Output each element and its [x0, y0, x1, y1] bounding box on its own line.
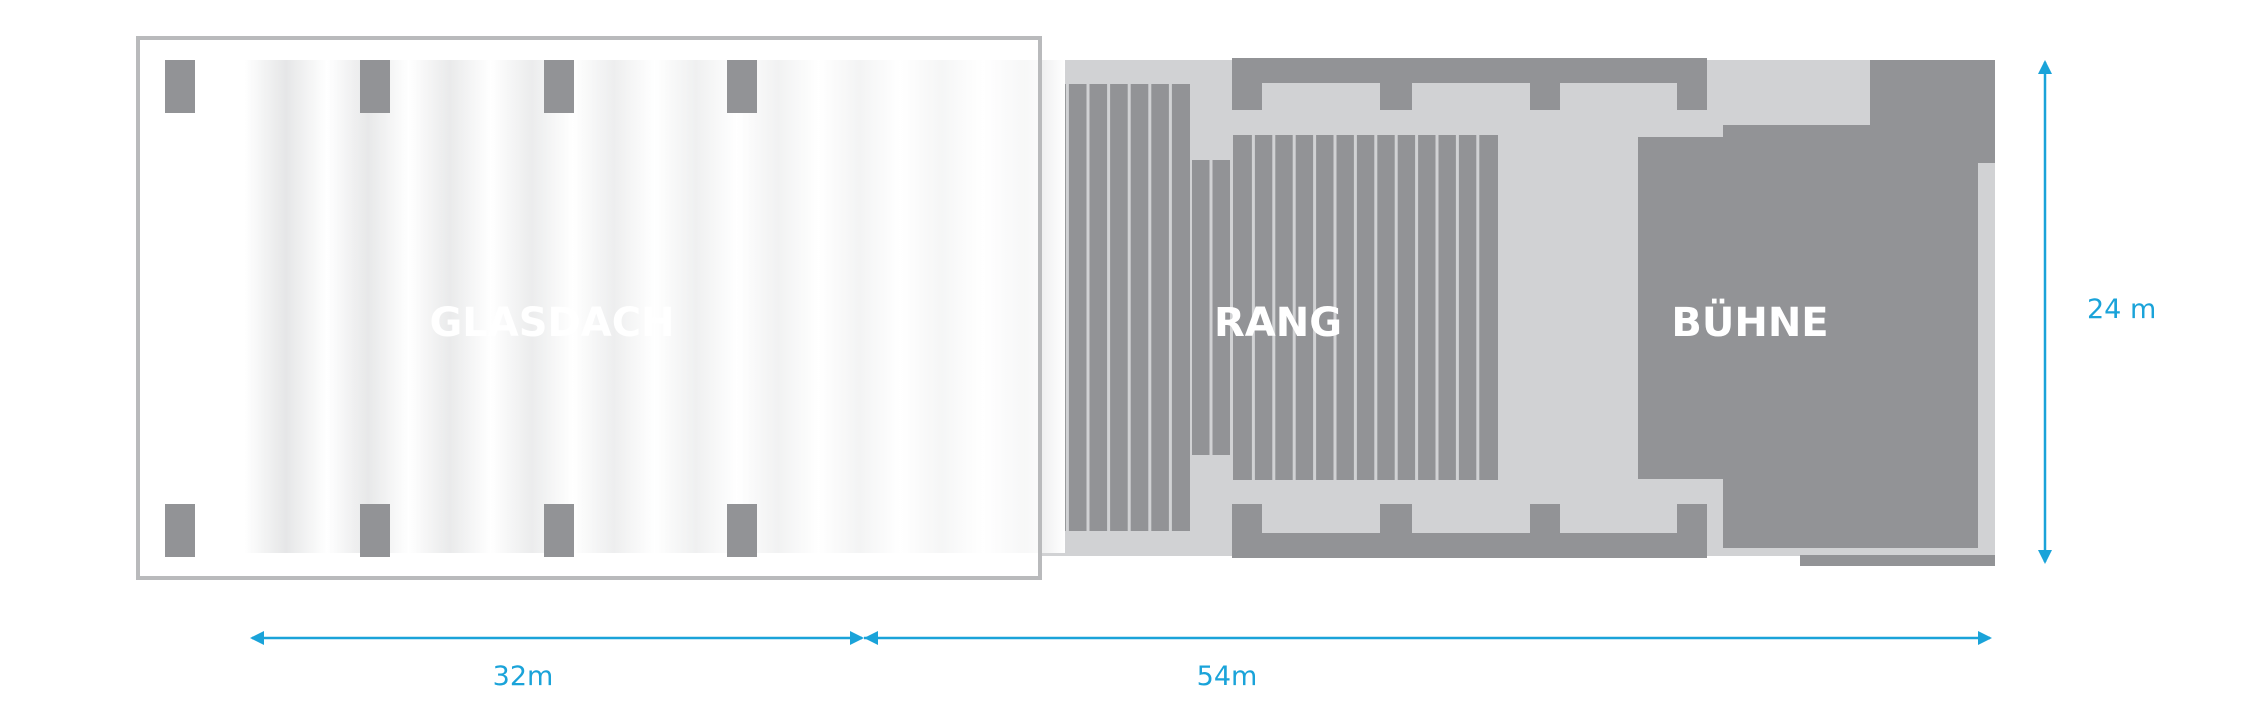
stage-label: BÜHNE [1671, 298, 1828, 346]
dimension-label-left: 32m [493, 661, 554, 692]
glass-roof-outline [136, 36, 1042, 580]
balcony-seating [1233, 135, 1498, 480]
balcony-label: RANG [1214, 300, 1342, 346]
glass-roof-pillars [165, 60, 757, 557]
dimension-label-right: 54m [1197, 661, 1258, 692]
aisle-strip [1192, 160, 1230, 455]
glass-roof-label: GLASDACH [429, 300, 674, 346]
balcony-frame [1232, 58, 1707, 558]
dimension-line-right [864, 631, 1992, 645]
dimension-line-left [250, 631, 864, 645]
glass-roof [136, 36, 1065, 580]
stage-area [1638, 60, 1995, 566]
dimension-line-height [2038, 60, 2052, 564]
dimension-label-height: 24 m [2087, 294, 2156, 325]
